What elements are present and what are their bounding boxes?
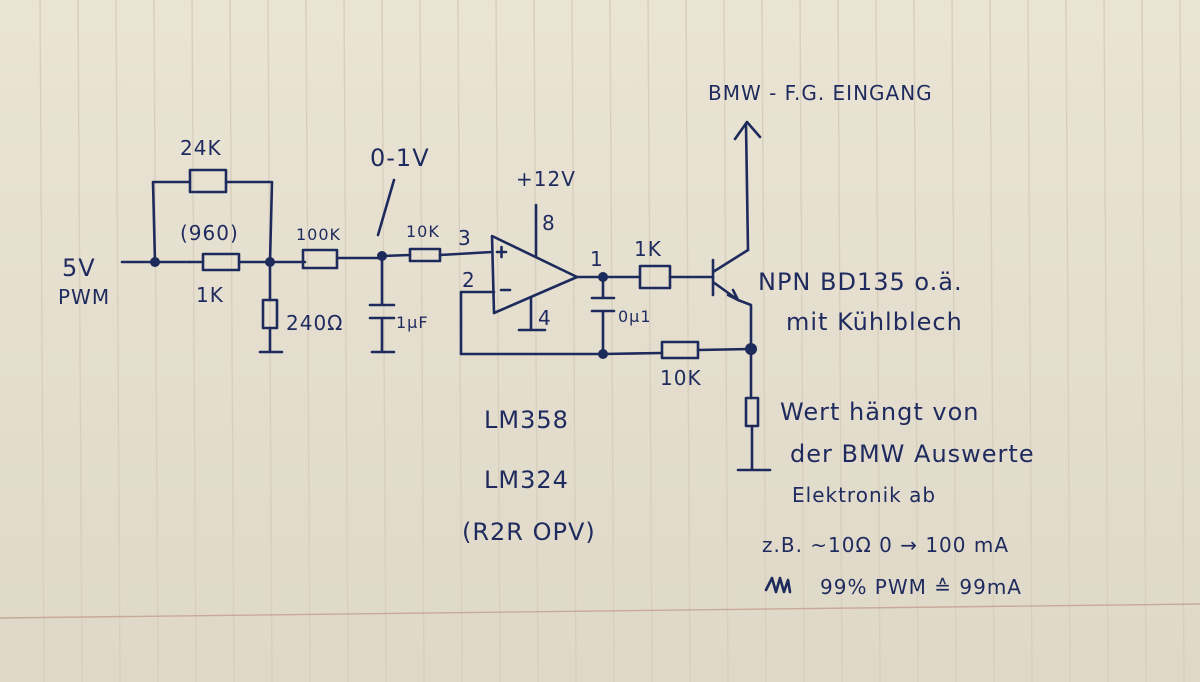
- grid-line: [799, 0, 805, 682]
- pin-3-label: 3: [458, 226, 472, 250]
- pointer-stroke: [376, 178, 396, 237]
- grid-line: [609, 0, 615, 682]
- grid-line: [571, 0, 577, 682]
- output-stage: [590, 120, 772, 472]
- wire: [224, 180, 274, 264]
- input-type-label: PWM: [58, 285, 110, 309]
- r-feedback-label: 10K: [660, 366, 702, 390]
- plus-mark: [495, 245, 508, 259]
- wire: [517, 296, 547, 332]
- supply-label: +12V: [516, 167, 576, 191]
- transistor-type-label: NPN BD135 o.ä.: [758, 268, 963, 296]
- grid-line: [343, 0, 349, 682]
- r-effective-label: (960): [180, 221, 239, 245]
- resistor-10k-fb: [660, 340, 700, 360]
- wire: [258, 326, 284, 354]
- r-base-label: 1K: [634, 237, 662, 261]
- load-note-line-1: Wert hängt von: [780, 398, 980, 426]
- input-network: [120, 168, 307, 354]
- r-series-label: 1K: [196, 283, 224, 307]
- grid-line: [305, 0, 311, 682]
- c-out-label: 0µ1: [618, 307, 652, 326]
- resistor-100k: [301, 248, 339, 270]
- load-note-line-3: Elektronik ab: [792, 483, 936, 507]
- grid-line: [115, 0, 121, 682]
- grid-line: [951, 0, 957, 682]
- grid-line: [191, 0, 197, 682]
- wire: [590, 275, 616, 356]
- opamp-triangle: [490, 234, 579, 315]
- example-line-2: 99% PWM ≙ 99mA: [820, 575, 1022, 599]
- grid-line: [723, 0, 729, 682]
- wire: [459, 290, 606, 356]
- grid-line: [875, 0, 881, 682]
- c-filter-label: 1µF: [396, 313, 429, 332]
- pin-2-label: 2: [462, 268, 476, 292]
- resistor-240: [261, 298, 279, 330]
- grid-line: [1027, 0, 1033, 682]
- grid-line: [533, 0, 539, 682]
- grid-line: [495, 0, 501, 682]
- r-input-label: 10K: [406, 222, 440, 241]
- margin-line: [0, 603, 1200, 619]
- grid-line: [381, 0, 387, 682]
- resistor-24k: [188, 168, 228, 194]
- wire: [736, 424, 772, 472]
- load-note-line-2: der BMW Auswerte: [790, 440, 1035, 468]
- scribble-mark: [764, 576, 792, 594]
- r-parallel-label: 24K: [180, 136, 222, 160]
- labels: 5V PWM 24K (960) 1K 240Ω 100K 1µF 0-1V 1…: [58, 81, 1035, 599]
- grid-line: [77, 0, 83, 682]
- opamp-note: (R2R OPV): [462, 518, 596, 546]
- pin-1-label: 1: [590, 247, 604, 271]
- transistor-note-label: mit Kühlblech: [786, 308, 963, 336]
- r-shunt-label: 240Ω: [286, 311, 343, 335]
- grid-line: [1103, 0, 1109, 682]
- wire: [368, 254, 396, 354]
- grid-line: [837, 0, 843, 682]
- wire: [736, 298, 753, 400]
- grid-line: [989, 0, 995, 682]
- arrow-up-icon: [733, 120, 762, 141]
- grid-line: [1141, 0, 1147, 682]
- wire: [380, 250, 494, 258]
- grid-line: [1179, 0, 1185, 682]
- wire: [151, 180, 192, 264]
- grid-line: [229, 0, 235, 682]
- grid-line: [39, 0, 45, 682]
- opamp-model-1: LM358: [484, 406, 569, 434]
- wire: [601, 347, 753, 356]
- rc-filter: [301, 178, 494, 354]
- resistor-10k-in: [408, 247, 442, 263]
- grid-line: [761, 0, 767, 682]
- example-line-1: z.B. ~10Ω 0 → 100 mA: [762, 533, 1009, 557]
- wire: [744, 123, 750, 252]
- grid-line: [419, 0, 425, 682]
- opamp-model-2: LM324: [484, 466, 569, 494]
- filter-voltage-label: 0-1V: [370, 144, 430, 172]
- opamp: [459, 203, 606, 356]
- grid-line: [153, 0, 159, 682]
- grid-line: [647, 0, 653, 682]
- pin-4-label: 4: [538, 306, 552, 330]
- grid-line: [1065, 0, 1071, 682]
- resistor-1k-base: [638, 264, 672, 290]
- junction-dot: [150, 257, 160, 267]
- input-voltage-label: 5V: [62, 254, 96, 282]
- pin-8-label: 8: [542, 211, 556, 235]
- npn-transistor: [711, 248, 750, 302]
- r-filter-label: 100K: [296, 225, 341, 244]
- resistor-1k: [201, 252, 241, 272]
- resistor-load: [744, 396, 760, 428]
- output-target-label: BMW - F.G. EINGANG: [708, 81, 933, 105]
- grid-line: [913, 0, 919, 682]
